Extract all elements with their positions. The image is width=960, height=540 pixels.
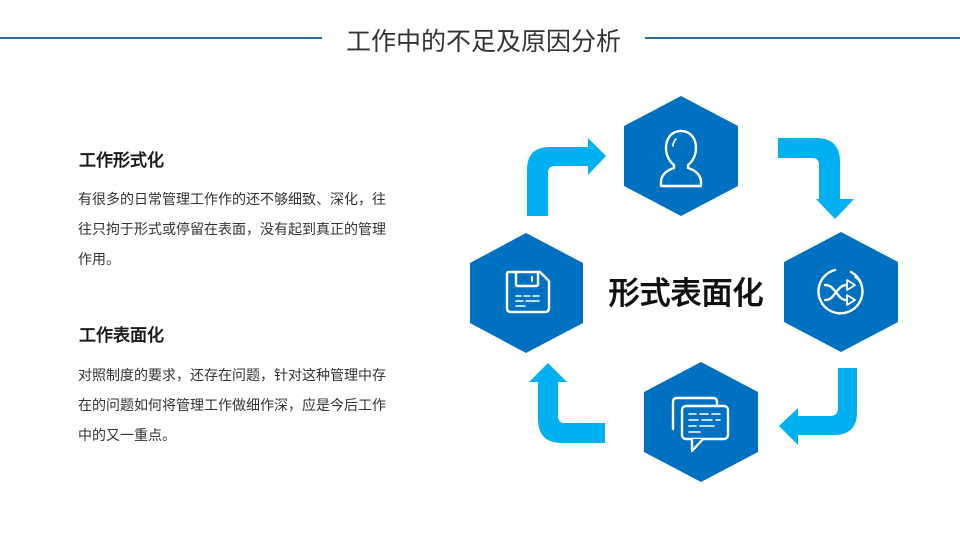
arrow-right-to-bottom (779, 368, 857, 445)
section-body-formalism: 有很多的日常管理工作作的还不够细致、深化，往往只拘于形式或停留在表面，没有起到真… (78, 192, 386, 268)
section-title-superficial: 工作表面化 (79, 326, 164, 346)
arrow-left-to-top (527, 138, 606, 216)
arrow-bottom-to-left (529, 363, 605, 443)
title-line-right (645, 37, 960, 39)
section-title-formalism: 工作形式化 (79, 151, 164, 171)
title-line-left (0, 37, 322, 39)
hexagon-bottom (644, 362, 758, 482)
page-title: 工作中的不足及原因分析 (345, 27, 621, 56)
hexagon-top (624, 96, 738, 216)
arrow-top-to-right (778, 138, 854, 219)
cycle-center-label: 形式表面化 (608, 276, 764, 312)
chat-icon (671, 396, 730, 453)
shuffle-icon (817, 268, 864, 315)
hexagon-right (784, 232, 898, 352)
user-icon (659, 129, 703, 188)
floppy-disk-icon (505, 270, 551, 314)
hexagon-left (470, 233, 583, 353)
section-body-superficial: 对照制度的要求，还存在问题，针对这种管理中存在的问题如何将管理工作做细作深，应是… (78, 368, 386, 444)
